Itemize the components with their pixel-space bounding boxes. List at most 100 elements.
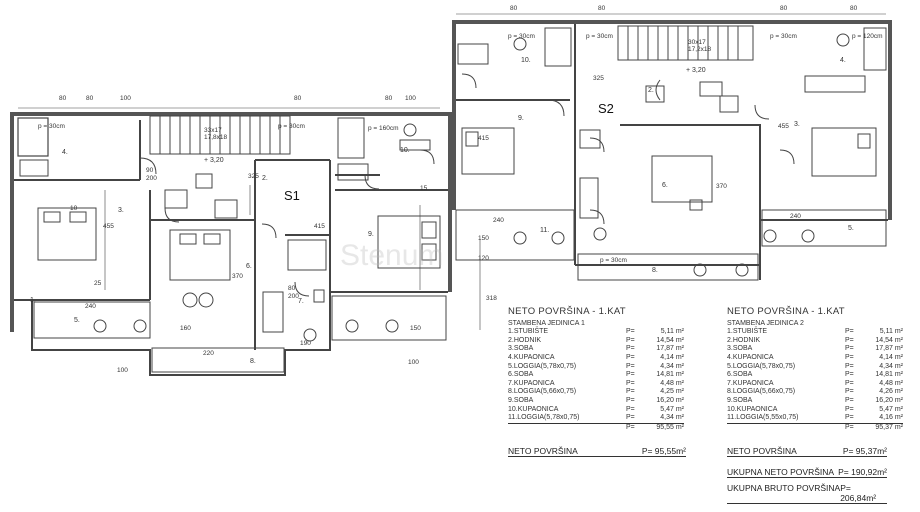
table-cell-p: P= xyxy=(626,396,635,404)
table-cell-p: P= xyxy=(845,379,854,387)
dim-label: 80 xyxy=(385,95,393,102)
dim-label: 318 xyxy=(486,295,497,302)
dim-label: p = 30cm xyxy=(278,123,305,130)
table-cell-name: 8.LOGGIA(5,66x0,75) xyxy=(508,388,577,396)
table-cell-p: P= xyxy=(626,379,635,387)
dim-label: p = 30cm xyxy=(38,123,65,130)
table-cell-name: 2.HODNIK xyxy=(508,336,542,344)
dim-label: p = 30cm xyxy=(508,33,535,40)
table-row: 8.LOGGIA(5,66x0,75) P= 4,26 m² xyxy=(727,388,903,397)
room-labels: S1 S2 1. 2. 3. 4. 5. 6. 7. 8. 9. 10. 2. … xyxy=(30,39,854,365)
table-cell-value: 14,81 m² xyxy=(656,371,684,379)
table-cell-p: P= xyxy=(845,405,854,413)
dim-label: p = 30cm xyxy=(586,33,613,40)
dim-label: 100 xyxy=(120,95,131,102)
sum-p: P= xyxy=(845,423,854,431)
table-cell-p: P= xyxy=(845,396,854,404)
table-cell-value: 4,34 m² xyxy=(660,362,684,370)
area-table-unit-2: NETO POVRŠINA - 1.KAT STAMBENA JEDINICA … xyxy=(727,307,903,432)
ukupna-bruto-value: P= 206,84m² xyxy=(840,483,877,503)
table-cell-p: P= xyxy=(845,388,854,396)
room-label: 5. xyxy=(74,317,80,324)
table-cell-name: 3.SOBA xyxy=(727,345,753,353)
dim-label: 80 xyxy=(288,285,296,292)
table-cell-value: 4,16 m² xyxy=(879,414,903,422)
dim-label: 100 xyxy=(117,367,128,374)
table-cell-value: 14,54 m² xyxy=(656,336,684,344)
dim-label: 190 xyxy=(300,340,311,347)
dimension-labels: 80 80 100 80 80 100 80 80 80 80 455 325 … xyxy=(38,5,883,374)
table-cell-name: 7.KUPAONICA xyxy=(508,379,555,387)
table-cell-name: 5.LOGGIA(5,78x0,75) xyxy=(727,362,796,370)
table-row: 5.LOGGIA(5,78x0,75)P=4,34 m² xyxy=(727,363,903,372)
dim-label: 25 xyxy=(94,280,102,287)
room-label: 10. xyxy=(521,57,531,64)
dim-label: 370 xyxy=(716,183,727,190)
table-row: 6.SOBA P= 14,81 m² xyxy=(508,371,684,380)
table-cell-name: 7.KUPAONICA xyxy=(727,379,774,387)
table-cell-p: P= xyxy=(845,371,854,379)
table-cell-p: P= xyxy=(626,371,635,379)
dim-label: 325 xyxy=(248,173,259,180)
room-label: 3. xyxy=(118,207,124,214)
dim-label: 455 xyxy=(103,223,114,230)
table-cell-value: 5,11 m² xyxy=(879,328,903,336)
table-cell-value: 4,26 m² xyxy=(879,388,903,396)
table-row: 2.HODNIK P= 14,54 m² xyxy=(727,337,903,346)
table-cell-name: 10.KUPAONICA xyxy=(508,405,559,413)
sum-p: P= xyxy=(626,423,635,431)
table-cell-name: 6.SOBA xyxy=(508,371,534,379)
table-cell-value: 16,20 m² xyxy=(875,396,903,404)
neto-label: NETO POVRŠINA xyxy=(508,446,578,456)
dim-label: p = 30cm xyxy=(600,257,627,264)
room-label: 6. xyxy=(246,263,252,270)
dim-label: p = 30cm xyxy=(770,33,797,40)
dim-label: 370 xyxy=(232,273,243,280)
room-label: 9. xyxy=(518,115,524,122)
dim-label: 80 xyxy=(598,5,606,12)
table-cell-value: 4,34 m² xyxy=(660,414,684,422)
ukupna-neto-label: UKUPNA NETO POVRŠINA xyxy=(727,467,835,477)
table-sum-row: P= 95,55 m² xyxy=(508,422,684,433)
table-cell-value: 4,48 m² xyxy=(660,379,684,387)
table-cell-value: 14,54 m² xyxy=(875,336,903,344)
room-label: 4. xyxy=(62,149,68,156)
table-cell-name: 8.LOGGIA(5,66x0,75) xyxy=(727,388,796,396)
table-row: 2.HODNIK P= 14,54 m² xyxy=(508,337,684,346)
unit-s2-walls xyxy=(452,20,892,281)
table-cell-p: P= xyxy=(626,414,635,422)
dim-label: 200 xyxy=(288,293,299,300)
dim-label: 15 xyxy=(420,185,428,192)
dim-label: 415 xyxy=(478,135,489,142)
dim-label: 80 xyxy=(780,5,788,12)
neto-value: P= 95,55m² xyxy=(641,446,686,456)
table-cell-name: 1.STUBIŠTE xyxy=(727,328,768,336)
dim-label: 240 xyxy=(85,303,96,310)
table-row: 11.LOGGIA(5,55x0,75)P=4,16 m² xyxy=(727,414,903,423)
neto-total-unit-2: NETO POVRŠINA P= 95,37m² UKUPNA NETO POV… xyxy=(727,446,887,509)
room-label: 3. xyxy=(794,121,800,128)
room-label: 10. xyxy=(400,147,410,154)
dim-label: 80 xyxy=(850,5,858,12)
elevation-mark: + 3,20 xyxy=(204,157,224,164)
table-heading: NETO POVRŠINA - 1.KAT xyxy=(508,306,626,317)
table-cell-p: P= xyxy=(626,336,635,344)
table-cell-p: P= xyxy=(845,414,854,422)
dimension-lines xyxy=(18,13,886,330)
dim-label: 325 xyxy=(593,75,604,82)
table-cell-name: 2.HODNIK xyxy=(727,336,761,344)
dim-label: 80 xyxy=(510,5,518,12)
table-cell-p: P= xyxy=(845,336,854,344)
dim-label: 100 xyxy=(408,359,419,366)
dim-label: 80 xyxy=(86,95,94,102)
dim-label: 455 xyxy=(778,123,789,130)
neto-value: P= 95,37m² xyxy=(842,446,887,456)
